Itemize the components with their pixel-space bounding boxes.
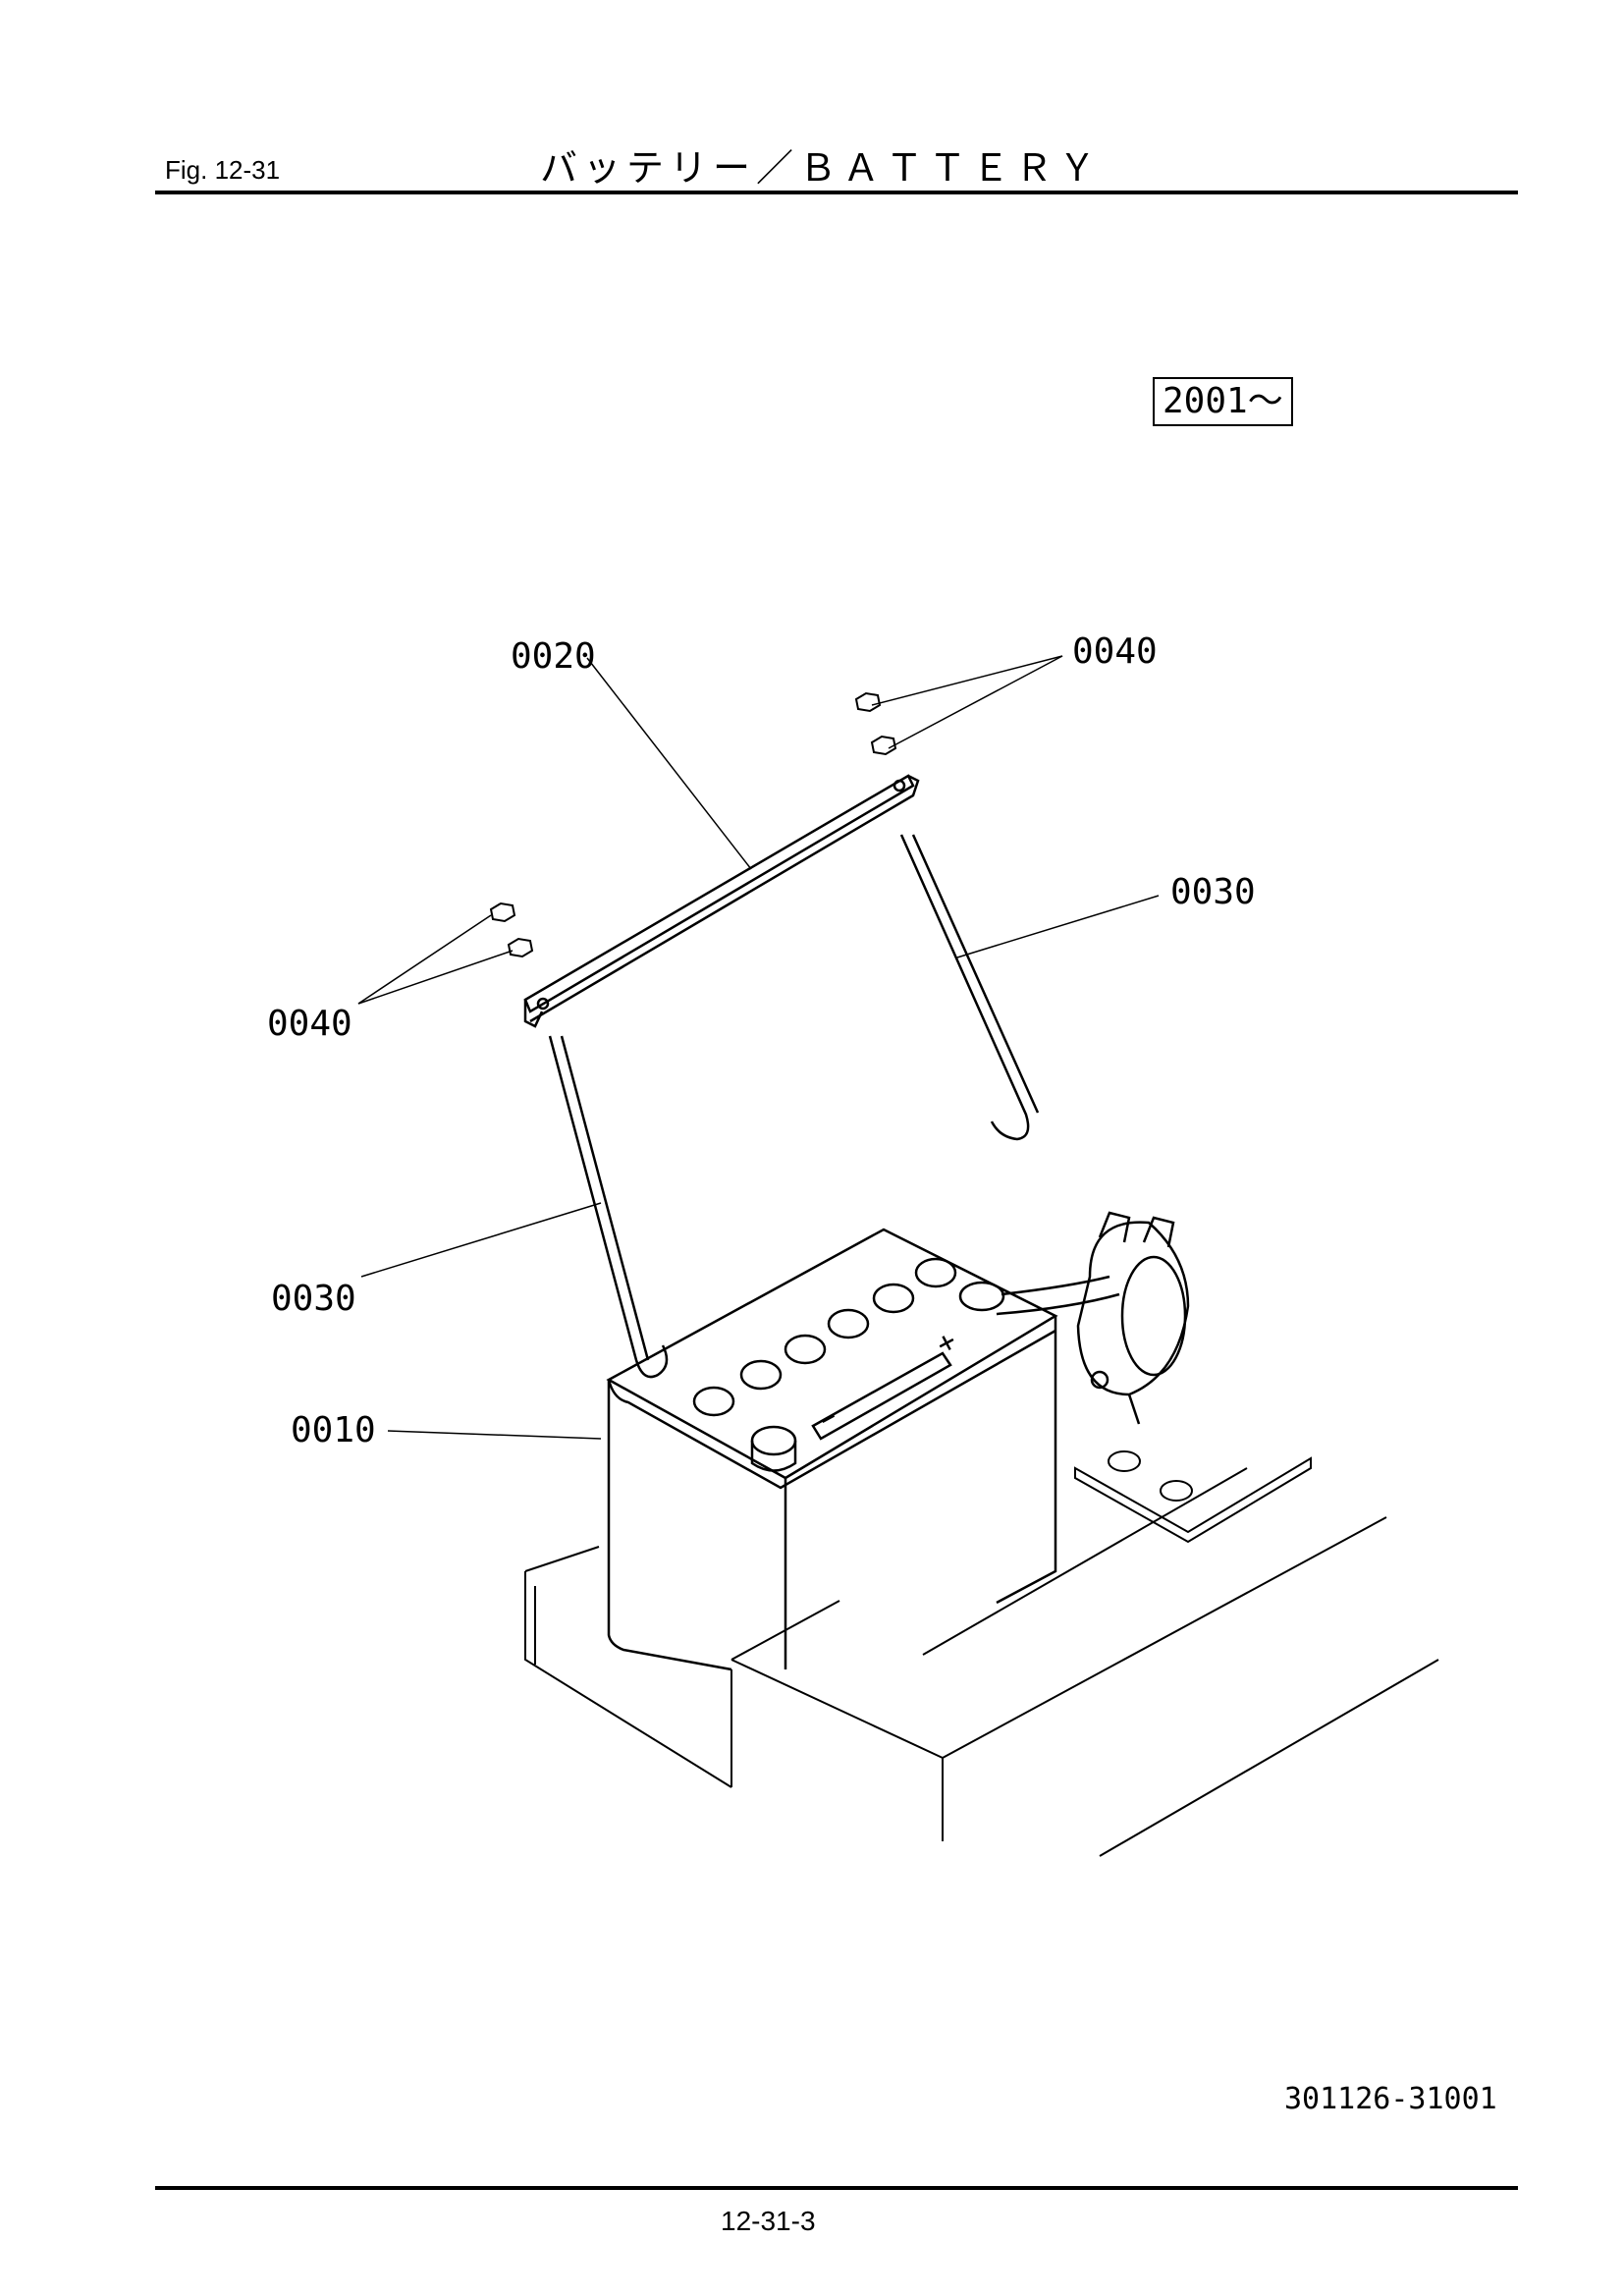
page-number: 12-31-3 [721,2206,816,2236]
frame-outline [524,1467,1439,1857]
battery-switch [1076,1211,1190,1425]
callout-rod-right: 0030 [1170,872,1256,912]
figure-number: Fig. 12-31 [165,155,281,185]
footer-rule [155,2186,1518,2190]
callout-battery: 0010 [291,1410,376,1450]
mounting-plate [1074,1450,1312,1544]
model-range-badge: 2001～ [1153,377,1293,426]
callout-bracket: 0020 [511,636,596,677]
hook-rod-right [899,834,1040,1141]
leader-lines [357,655,1160,1440]
hook-rod-left [548,1035,669,1379]
nut-set-lower [489,902,534,958]
battery [606,1228,1120,1671]
callout-nut-lower: 0040 [267,1004,352,1044]
callout-rod-left: 0030 [271,1279,356,1319]
drawing-id: 301126-31001 [1284,2082,1497,2116]
battery-hold-bracket [523,774,920,1028]
nut-set-upper [854,691,897,756]
callout-nut-upper: 0040 [1072,631,1158,672]
page-title: バッテリー／ＢＡＴＴＥＲＹ [540,146,1103,190]
header-rule [155,191,1518,194]
